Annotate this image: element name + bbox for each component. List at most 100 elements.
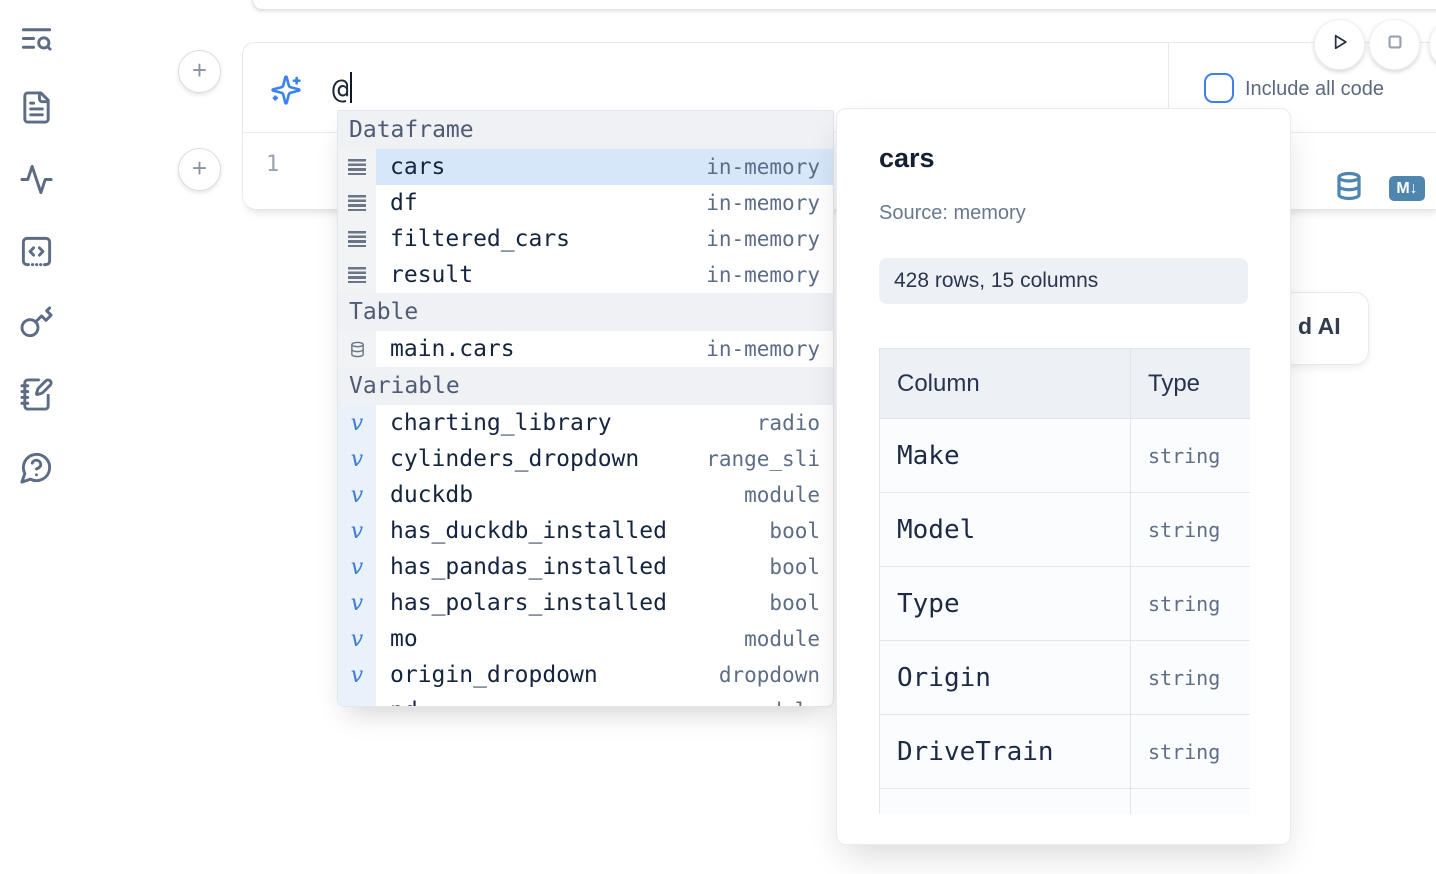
variable-icon: v xyxy=(338,477,376,513)
column-name-cell: DriveTrain xyxy=(879,714,1131,789)
completion-item-type: module xyxy=(744,483,820,507)
preview-table-header: Column xyxy=(879,348,1131,419)
column-name-cell: Model xyxy=(879,492,1131,567)
dataframe-rows-icon xyxy=(338,185,376,221)
previous-cell-bottom xyxy=(252,0,1436,10)
ai-button-label: d AI xyxy=(1298,313,1341,339)
completion-item-type: in-memory xyxy=(706,227,820,251)
variable-icon: v xyxy=(338,513,376,549)
sidebar-button-help[interactable] xyxy=(15,449,57,491)
completion-section-table: Table xyxy=(338,293,833,331)
add-cell-button-top[interactable]: + xyxy=(178,50,221,93)
sidebar-button-scratchpad[interactable] xyxy=(15,376,57,418)
ai-prompt-input[interactable]: @ xyxy=(332,72,353,105)
variable-icon: v xyxy=(338,441,376,477)
prompt-divider xyxy=(1168,43,1169,133)
preview-shape-badge: 428 rows, 15 columns xyxy=(879,258,1248,304)
scratchpad-icon xyxy=(19,377,54,417)
completion-item-name: has_polars_installed xyxy=(390,590,667,616)
completion-item-name: df xyxy=(390,190,418,216)
add-cell-button-bottom[interactable]: + xyxy=(178,148,221,191)
play-icon xyxy=(1327,29,1353,60)
completion-item-name: filtered_cars xyxy=(390,226,571,252)
completion-item-name: mo xyxy=(390,626,418,652)
variable-icon: v xyxy=(338,405,376,441)
completion-section-variable: Variable xyxy=(338,367,833,405)
completion-item-filtered_cars[interactable]: filtered_cars in-memory xyxy=(338,221,833,257)
completion-item-type: bool xyxy=(769,591,820,615)
sidebar-button-activity[interactable] xyxy=(15,161,57,203)
markdown-badge-icon[interactable]: M↓ xyxy=(1389,176,1425,201)
completion-item-type: in-memory xyxy=(706,337,820,361)
completion-item-has_polars_installed[interactable]: v has_polars_installed bool xyxy=(338,585,833,621)
completion-item-name: has_pandas_installed xyxy=(390,554,667,580)
dataframe-rows-icon xyxy=(338,221,376,257)
completion-item-type: radio xyxy=(756,411,820,435)
column-type-cell: string xyxy=(1130,418,1250,493)
preview-source: Source: memory xyxy=(879,202,1026,224)
column-name-cell: Type xyxy=(879,566,1131,641)
variable-icon: v xyxy=(338,585,376,621)
completion-item-name: has_duckdb_installed xyxy=(390,518,667,544)
completion-item-pd[interactable]: vpdmodule xyxy=(338,693,833,706)
code-snippets-icon xyxy=(19,234,54,274)
completion-item-name: pd xyxy=(390,698,418,706)
sidebar-button-text-search[interactable] xyxy=(15,20,57,62)
variable-icon: v xyxy=(338,549,376,585)
completion-item-df[interactable]: df in-memory xyxy=(338,185,833,221)
dataset-preview-popup: cars Source: memory 428 rows, 15 columns… xyxy=(836,108,1291,845)
stop-cell-button[interactable] xyxy=(1369,19,1420,70)
column-type-cell: string xyxy=(1130,640,1250,715)
completion-item-charting_library[interactable]: v charting_library radio xyxy=(338,405,833,441)
column-name-cell: Make xyxy=(879,418,1131,493)
completion-item-type: in-memory xyxy=(706,191,820,215)
prompt-text: @ xyxy=(332,72,349,105)
sparkles-icon xyxy=(270,74,302,106)
completion-item-type: module xyxy=(744,699,833,706)
dataframe-rows-icon xyxy=(338,257,376,293)
variable-icon: v xyxy=(338,621,376,657)
preview-table-header: Type xyxy=(1130,348,1250,419)
preview-title: cars xyxy=(879,143,935,173)
datasource-icon[interactable] xyxy=(1334,168,1364,204)
completion-item-type: module xyxy=(744,627,820,651)
preview-table-row-partial xyxy=(879,788,1250,814)
activity-icon xyxy=(19,162,54,202)
database-icon xyxy=(338,331,376,367)
completion-item-name: main.cars xyxy=(390,336,515,362)
run-cell-button[interactable] xyxy=(1314,19,1365,70)
completion-item-type: in-memory xyxy=(706,155,820,179)
text-search-icon xyxy=(19,21,54,61)
column-type-cell: string xyxy=(1130,566,1250,641)
sidebar-button-document[interactable] xyxy=(15,89,57,131)
key-icon xyxy=(19,305,54,345)
completion-section-dataframe: Dataframe xyxy=(338,111,833,149)
help-icon xyxy=(19,450,54,490)
completion-item-name: origin_dropdown xyxy=(390,662,598,688)
include-all-code-checkbox[interactable] xyxy=(1204,73,1234,103)
sidebar-button-code-snippets[interactable] xyxy=(15,233,57,275)
completion-item-main.cars[interactable]: main.cars in-memory xyxy=(338,331,833,367)
document-icon xyxy=(19,90,54,130)
sidebar-button-key[interactable] xyxy=(15,304,57,346)
column-type-cell xyxy=(1130,788,1250,814)
column-type-cell: string xyxy=(1130,714,1250,789)
completion-item-name: charting_library xyxy=(390,410,612,436)
include-all-code-label: Include all code xyxy=(1245,78,1384,100)
